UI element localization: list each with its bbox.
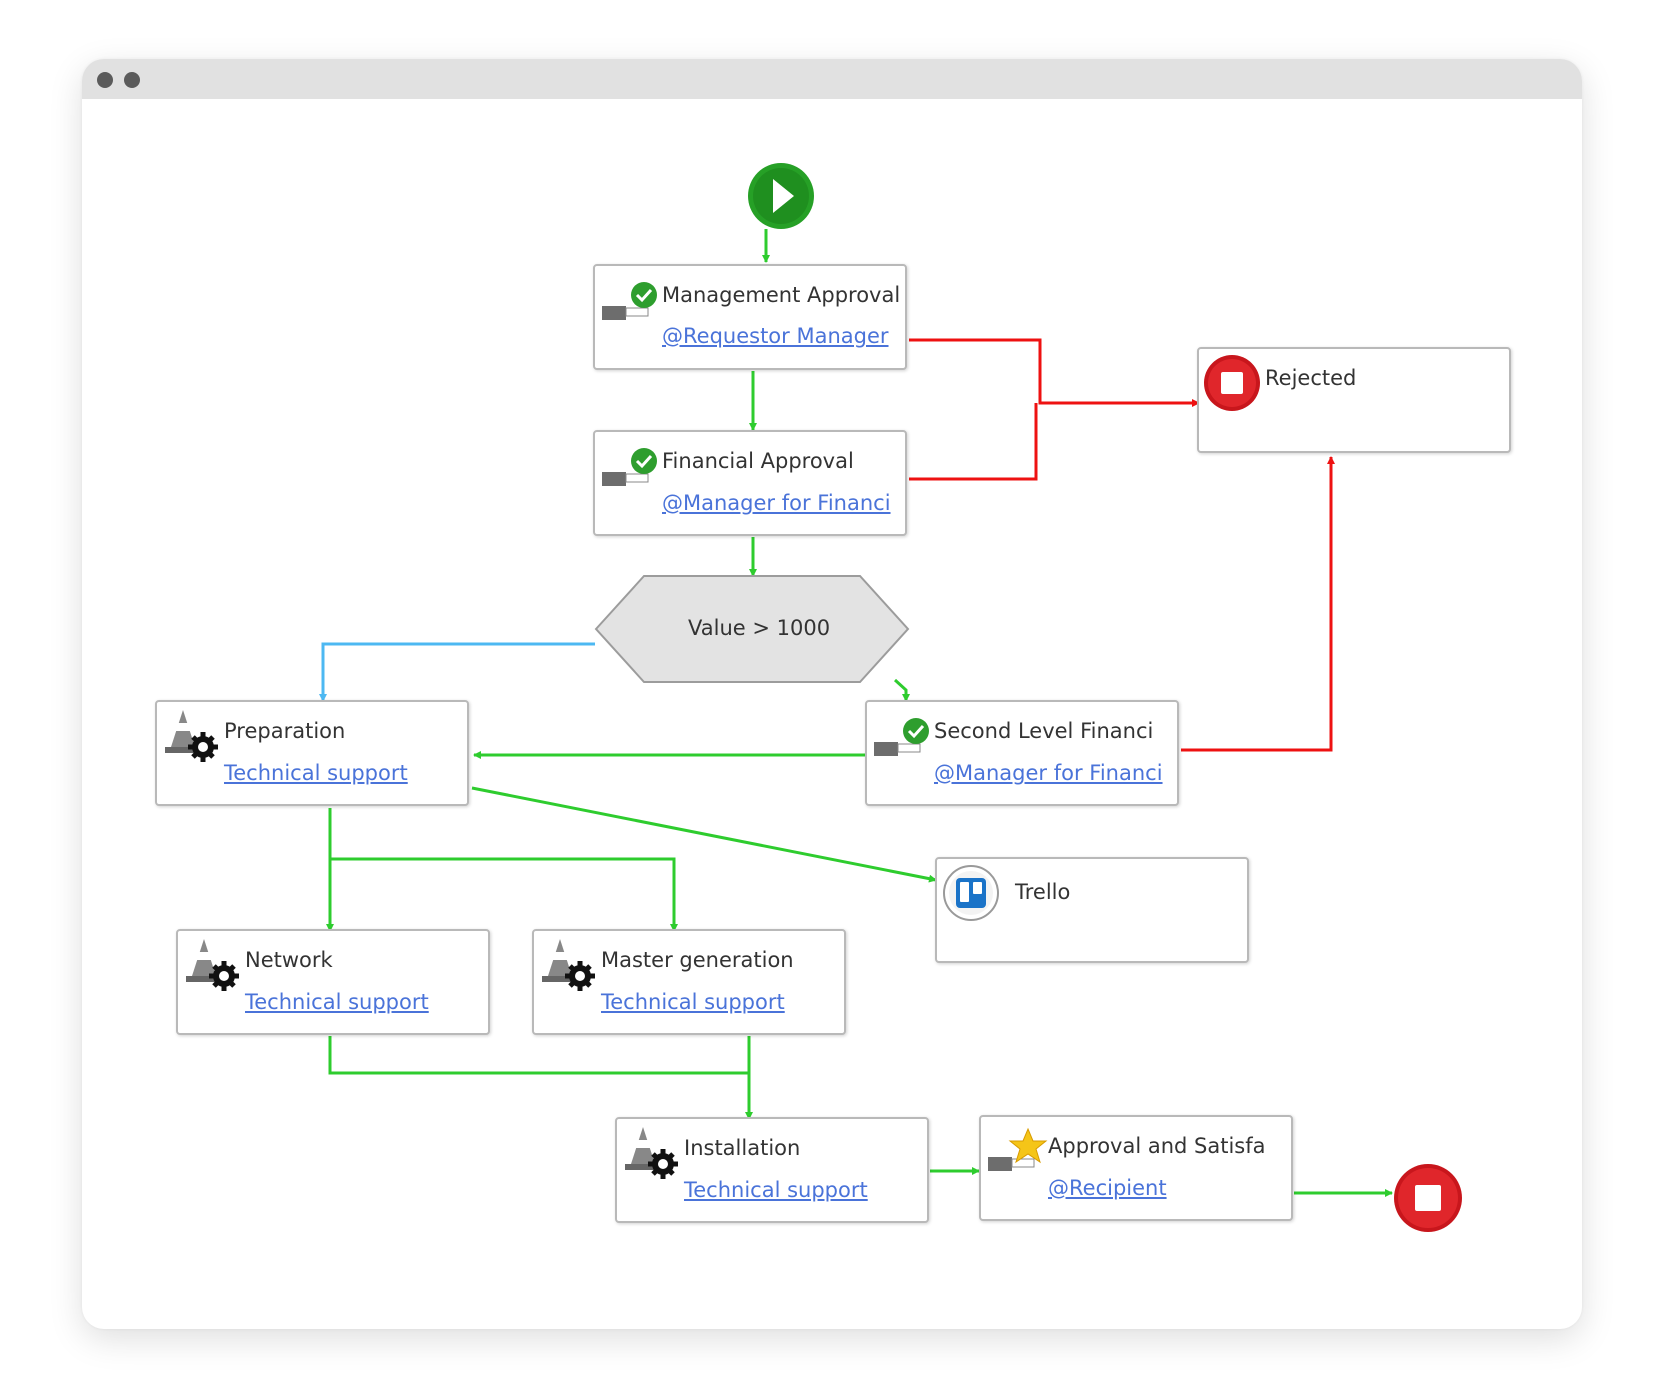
trello-icon xyxy=(942,864,1000,926)
cone-gear-icon xyxy=(623,1124,685,1186)
task-title: Financial Approval xyxy=(662,449,854,473)
task-title: Second Level Financi xyxy=(934,719,1154,743)
approval-check-icon xyxy=(600,280,662,328)
edge-financial-rejected xyxy=(909,403,1038,481)
assignee-link[interactable]: Technical support xyxy=(245,990,429,1014)
edge-condition-second xyxy=(893,678,910,702)
task-title: Rejected xyxy=(1265,366,1357,390)
approval-check-icon xyxy=(600,446,662,494)
window-control-dot[interactable] xyxy=(97,72,113,88)
edge-management-rejected xyxy=(909,338,1200,407)
task-management-approval[interactable]: Management Approval @Requestor Manager xyxy=(593,264,907,370)
edge-condition-preparation xyxy=(319,642,595,702)
start-event[interactable] xyxy=(746,161,816,235)
assignee-link[interactable]: Technical support xyxy=(684,1178,868,1202)
task-title: Master generation xyxy=(601,948,794,972)
stop-icon xyxy=(1203,354,1261,416)
assignee-link[interactable]: @Requestor Manager xyxy=(662,324,889,348)
end-event[interactable] xyxy=(1393,1163,1463,1237)
end-rejected[interactable]: Rejected xyxy=(1197,347,1511,453)
window-titlebar xyxy=(82,59,1582,99)
task-network[interactable]: Network Technical support xyxy=(176,929,490,1035)
cone-gear-icon xyxy=(540,936,602,998)
cone-gear-icon xyxy=(163,707,225,769)
task-approval-satisfaction[interactable]: Approval and Satisfa @Recipient xyxy=(979,1115,1293,1221)
edge-second-rejected xyxy=(1181,456,1335,752)
task-financial-approval[interactable]: Financial Approval @Manager for Financi xyxy=(593,430,907,536)
task-preparation[interactable]: Preparation Technical support xyxy=(155,700,469,806)
cone-gear-icon xyxy=(184,936,246,998)
condition-gateway[interactable] xyxy=(594,574,910,684)
edge-network-installation xyxy=(328,1036,749,1075)
task-trello[interactable]: Trello xyxy=(935,857,1249,963)
condition-label: Value > 1000 xyxy=(688,616,831,640)
task-installation[interactable]: Installation Technical support xyxy=(615,1117,929,1223)
assignee-link[interactable]: @Manager for Financi xyxy=(934,761,1163,785)
task-title: Management Approval xyxy=(662,283,901,307)
task-master-generation[interactable]: Master generation Technical support xyxy=(532,929,846,1035)
star-approval-icon xyxy=(986,1127,1048,1179)
assignee-link[interactable]: Technical support xyxy=(601,990,785,1014)
assignee-link[interactable]: @Recipient xyxy=(1048,1176,1167,1200)
task-title: Trello xyxy=(1015,880,1071,904)
edge-preparation-master xyxy=(330,857,678,932)
task-title: Network xyxy=(245,948,333,972)
window-control-dot[interactable] xyxy=(124,72,140,88)
task-title: Preparation xyxy=(224,719,346,743)
play-icon xyxy=(748,163,814,229)
approval-check-icon xyxy=(872,716,934,764)
task-title: Installation xyxy=(684,1136,801,1160)
task-title: Approval and Satisfa xyxy=(1048,1134,1266,1158)
edge-preparation-trello xyxy=(471,786,937,883)
stop-icon xyxy=(1394,1164,1462,1232)
assignee-link[interactable]: Technical support xyxy=(224,761,408,785)
task-second-level-financial[interactable]: Second Level Financi @Manager for Financ… xyxy=(865,700,1179,806)
assignee-link[interactable]: @Manager for Financi xyxy=(662,491,891,515)
